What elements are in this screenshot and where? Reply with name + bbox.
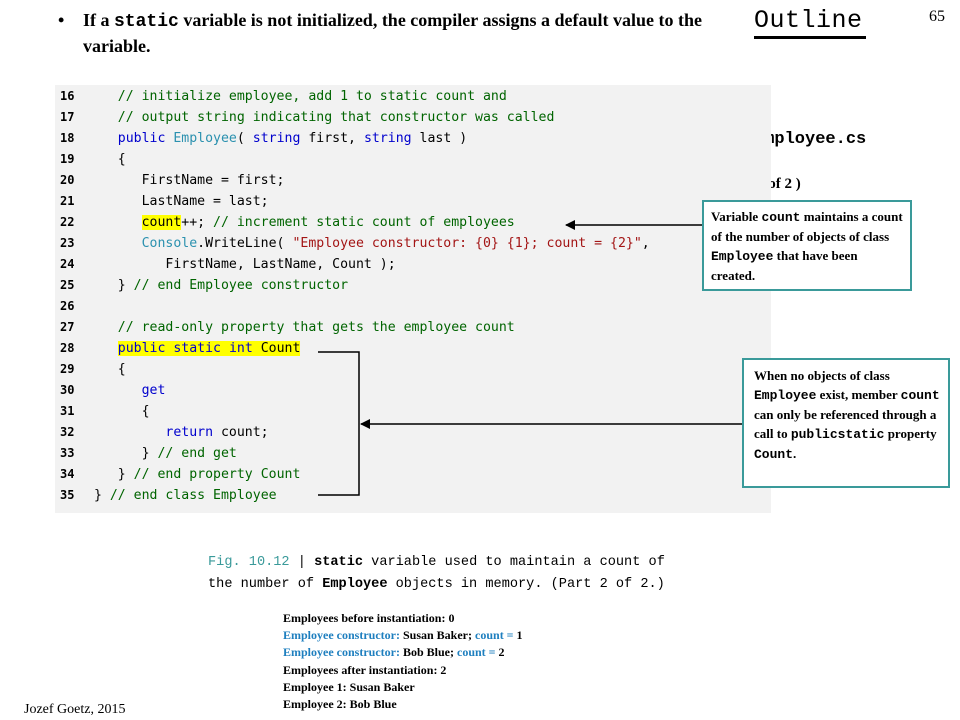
program-output: Employees before instantiation: 0 Employ… xyxy=(283,610,523,713)
code-listing: 16 // initialize employee, add 1 to stat… xyxy=(55,85,771,513)
outline-title: Outline xyxy=(754,6,863,35)
output-line: Employee constructor: Bob Blue; count = … xyxy=(283,645,505,660)
output-line: Employees before instantiation: 0 xyxy=(283,611,455,625)
count-property-highlight: public static int Count xyxy=(117,341,301,356)
output-line: Employees after instantiation: 2 xyxy=(283,662,447,677)
static-keyword: static xyxy=(114,12,179,32)
figure-caption: Fig. 10.12 | static variable used to mai… xyxy=(208,555,665,592)
callout-count-variable: Variable count maintains a count of the … xyxy=(702,200,912,291)
author-credit: Jozef Goetz, 2015 xyxy=(24,702,126,717)
outline-underline xyxy=(754,36,866,39)
figure-number: Fig. 10.12 xyxy=(208,555,290,570)
bullet-dot: • xyxy=(58,10,65,30)
slide-number: 65 xyxy=(929,8,945,25)
file-name: Employee.cs xyxy=(754,130,867,149)
output-line: Employee 2: Bob Blue xyxy=(283,697,397,712)
output-line: Employee constructor: Susan Baker; count… xyxy=(283,628,523,643)
bullet-text: If a static variable is not initialized,… xyxy=(83,10,702,56)
callout-count-property: When no objects of class Employee exist,… xyxy=(742,358,950,488)
count-highlight: count xyxy=(141,215,182,230)
output-line: Employee 1: Susan Baker xyxy=(283,679,415,694)
